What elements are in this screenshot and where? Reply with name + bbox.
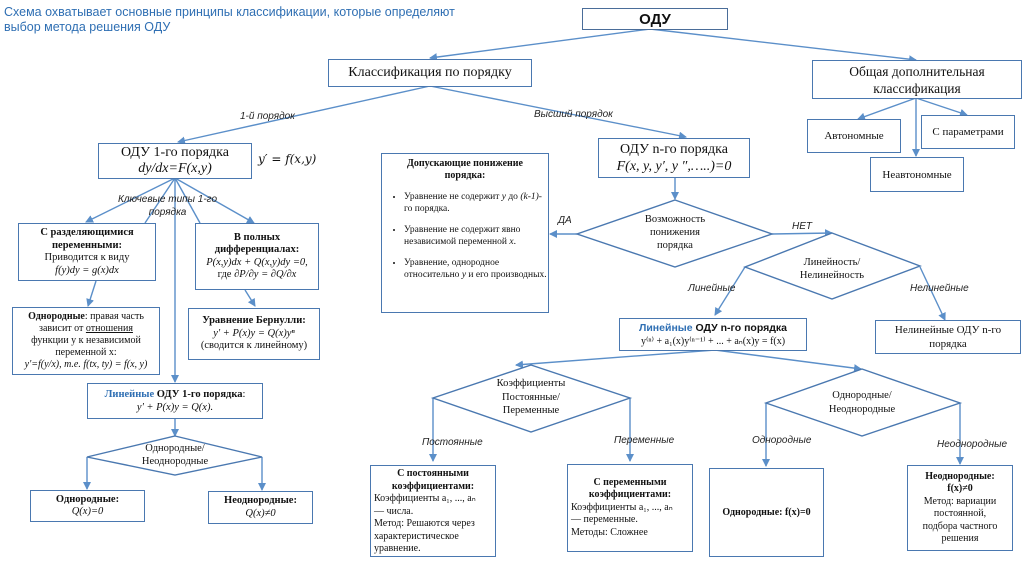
edge-first-b bbox=[174, 177, 201, 224]
edge-separable-homog bbox=[86, 280, 97, 307]
node-with-params: С параметрами bbox=[921, 115, 1015, 149]
reduce-diamond bbox=[574, 199, 775, 268]
homog-diamond-1-text: Однородные/ Неоднородные bbox=[141, 443, 209, 467]
coef-diamond-text: Коэффициенты Постоянные/ Переменные bbox=[496, 378, 566, 416]
node-autonomous: Автономные bbox=[807, 119, 901, 153]
node-linear-first: Линейные ОДУ 1-го порядка: y' + P(x)y = … bbox=[87, 383, 263, 419]
node-non-autonomous: Неавтономные bbox=[870, 157, 964, 192]
label-linear: Линейные bbox=[688, 283, 736, 294]
node-nonlinear-nth: Нелинейные ОДУ n-го порядка bbox=[875, 320, 1021, 354]
node-var-coef: С переменными коэффициентами: Коэффициен… bbox=[567, 464, 693, 552]
edge-exact-bernoulli bbox=[244, 289, 256, 307]
edge-nonlinear bbox=[919, 266, 946, 321]
node-homog-nth-leaf: Однородные: f(x)=0 bbox=[709, 468, 824, 557]
homog-diamond-n-text: Однородные/ Неоднородные bbox=[828, 390, 896, 415]
edge-byorder-nth bbox=[429, 85, 687, 140]
node-exact: В полных дифференциалах: P(x,y)dx + Q(x,… bbox=[195, 223, 319, 290]
linearity-diamond-text: Линейность/ Нелинейность bbox=[799, 257, 865, 281]
label-variable: Переменные bbox=[614, 435, 675, 446]
node-nth-order: ОДУ n-го порядка F(x, y, y′, y ″,…..)=0 bbox=[598, 138, 750, 178]
reduce-diamond-text: Возможность понижения порядка bbox=[644, 214, 706, 251]
label-inhomog: Неоднородные bbox=[937, 439, 1008, 450]
label-yes: ДА bbox=[558, 215, 572, 226]
edge-linearn-homog bbox=[714, 349, 862, 373]
edge-no bbox=[771, 229, 833, 238]
node-homogeneous-first: Однородные: правая часть зависит от отно… bbox=[12, 307, 160, 375]
edge-first-separable bbox=[85, 177, 176, 223]
node-root: ОДУ bbox=[582, 8, 728, 30]
node-inhomog-first-leaf: Неоднородные: Q(x)≠0 bbox=[208, 491, 313, 524]
node-inhomog-nth-leaf: Неоднородные: f(x)≠0 Метод: вариации пос… bbox=[907, 465, 1013, 551]
reducible-list: Уравнение не содержит y до (k-1)-го поря… bbox=[382, 191, 548, 290]
reducible-item: Уравнение, однородное относительно y и е… bbox=[404, 257, 548, 281]
node-homog-first-leaf: Однородные: Q(x)=0 bbox=[30, 490, 145, 522]
edge-first-a bbox=[144, 177, 176, 224]
edge-general-autonomous bbox=[857, 97, 917, 121]
node-bernoulli: Уравнение Бернулли: y' + P(x)y = Q(x)yⁿ … bbox=[188, 308, 320, 360]
node-first-order: ОДУ 1-го порядка dy/dx=F(x,y) bbox=[98, 143, 252, 179]
linearity-diamond bbox=[743, 232, 922, 300]
label-homog: Однородные bbox=[752, 435, 812, 446]
homog-diamond-1 bbox=[86, 435, 263, 476]
reducible-item: Уравнение не содержит y до (k-1)-го поря… bbox=[404, 191, 548, 215]
node-general: Общая дополнительная классификация bbox=[812, 60, 1022, 99]
label-first-order: 1-й порядок bbox=[240, 111, 295, 122]
reducible-item: Уравнение не содержит явно независимой п… bbox=[404, 224, 548, 248]
intro-text: Схема охватывает основные принципы класс… bbox=[4, 5, 455, 34]
label-no: НЕТ bbox=[792, 221, 812, 232]
node-linear-nth: Линейные ОДУ n-го порядка y⁽ⁿ⁾ + a₁(x)y⁽… bbox=[619, 318, 807, 351]
node-separable: С разделяющимися переменными: Приводится… bbox=[18, 223, 156, 281]
node-reducible: Допускающие понижение порядка: Уравнение… bbox=[381, 153, 549, 313]
label-nonlinear: Нелинейные bbox=[910, 283, 969, 294]
homog-diamond-n bbox=[763, 368, 963, 437]
label-constant: Постоянные bbox=[422, 437, 483, 448]
node-const-coef: С постоянными коэффициентами: Коэффициен… bbox=[370, 465, 496, 557]
edge-root-byorder bbox=[429, 28, 651, 62]
edge-first-exact bbox=[174, 177, 255, 224]
edge-root-general bbox=[649, 28, 917, 64]
edge-linear bbox=[714, 266, 746, 316]
coef-diamond bbox=[430, 364, 633, 433]
label-key-types: Ключевые типы 1-го порядка bbox=[118, 194, 218, 218]
label-higher-order: Высший порядок bbox=[534, 109, 613, 120]
first-order-equation: y′ = f(x,y) bbox=[258, 152, 317, 166]
edge-general-params bbox=[915, 97, 968, 117]
edge-linearn-coef bbox=[515, 349, 716, 369]
node-by-order: Классификация по порядку bbox=[328, 59, 532, 87]
edge-byorder-first bbox=[177, 85, 431, 145]
